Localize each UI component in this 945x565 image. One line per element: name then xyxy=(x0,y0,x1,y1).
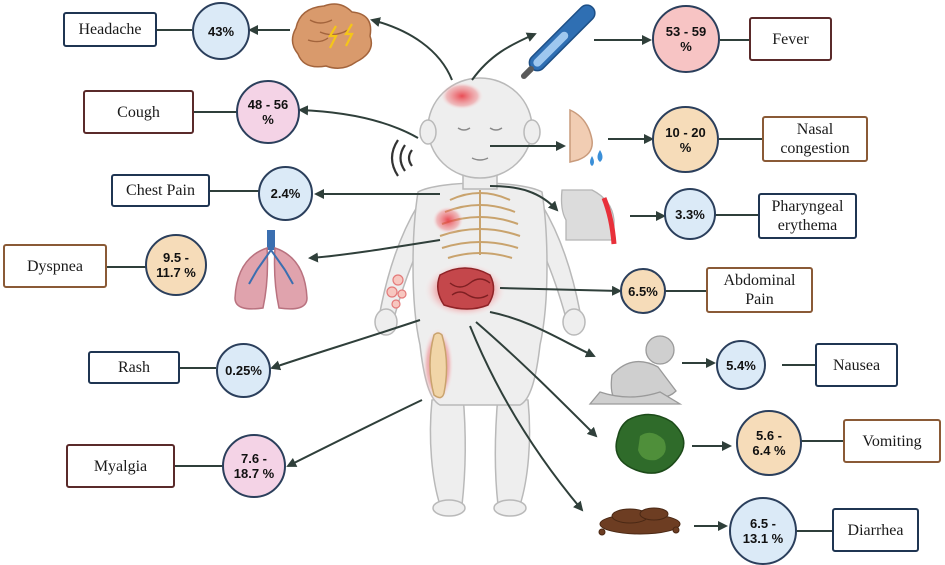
fever-label: Fever xyxy=(772,30,809,48)
cough-percent: 48 - 56 % xyxy=(236,80,300,144)
intestine-icon xyxy=(423,262,507,318)
abdominal-pain-box: Abdominal Pain xyxy=(706,267,813,313)
nausea-label: Nausea xyxy=(832,356,881,374)
dyspnea-box: Dyspnea xyxy=(3,244,107,288)
thermometer-icon xyxy=(520,4,596,80)
child-face xyxy=(457,127,503,161)
nose-icon xyxy=(569,108,603,166)
vomiting-box: Vomiting xyxy=(843,419,941,463)
head-highlight xyxy=(440,82,484,110)
pharyngeal-erythema-label: Pharyngeal erythema xyxy=(771,198,844,234)
chest-pain-percent: 2.4% xyxy=(258,166,313,221)
vomiting-label: Vomiting xyxy=(862,432,922,450)
pharyngeal-erythema-box: Pharyngeal erythema xyxy=(758,193,857,239)
headache-box: Headache xyxy=(63,12,157,47)
diarrhea-percent: 6.5 - 13.1 % xyxy=(729,497,797,565)
nausea-box: Nausea xyxy=(815,343,898,387)
vomit-icon xyxy=(615,413,685,474)
abdominal-pain-percent: 6.5% xyxy=(620,268,666,314)
muscle-icon xyxy=(422,327,454,403)
headache-percent: 43% xyxy=(192,2,250,60)
vomiting-percent: 5.6 - 6.4 % xyxy=(736,410,802,476)
nasal-congestion-label: Nasal congestion xyxy=(780,121,850,157)
rash-label: Rash xyxy=(118,359,150,376)
fever-percent: 53 - 59 % xyxy=(652,5,720,73)
connector-lines xyxy=(107,29,843,532)
rash-icon xyxy=(386,274,407,309)
myalgia-label: Myalgia xyxy=(93,457,148,475)
dyspnea-label: Dyspnea xyxy=(27,257,83,275)
myalgia-box: Myalgia xyxy=(66,444,175,488)
rash-percent: 0.25% xyxy=(216,343,271,398)
nasal-congestion-box: Nasal congestion xyxy=(762,116,868,162)
headache-label: Headache xyxy=(78,21,142,38)
cough-wave-icon xyxy=(390,139,413,177)
nausea-figure-icon xyxy=(588,335,683,405)
stool-icon xyxy=(598,507,681,536)
rash-box: Rash xyxy=(88,351,180,384)
abdominal-pain-label: Abdominal Pain xyxy=(723,272,796,308)
dyspnea-percent: 9.5 - 11.7 % xyxy=(145,234,207,296)
myalgia-percent: 7.6 - 18.7 % xyxy=(222,434,286,498)
fever-box: Fever xyxy=(749,17,832,61)
chest-pain-label: Chest Pain xyxy=(126,182,195,199)
arrows xyxy=(248,17,732,531)
nausea-percent: 5.4% xyxy=(716,340,766,390)
pharyngeal-erythema-percent: 3.3% xyxy=(664,188,716,240)
cough-box: Cough xyxy=(83,90,194,134)
brain-icon xyxy=(291,3,373,69)
lungs-icon xyxy=(234,230,308,310)
diarrhea-label: Diarrhea xyxy=(847,521,904,539)
nasal-congestion-percent: 10 - 20 % xyxy=(652,106,719,173)
chest-highlight xyxy=(432,206,464,234)
throat-icon xyxy=(560,189,617,245)
chest-pain-box: Chest Pain xyxy=(111,174,210,207)
cough-label: Cough xyxy=(117,103,160,121)
diarrhea-box: Diarrhea xyxy=(832,508,919,552)
